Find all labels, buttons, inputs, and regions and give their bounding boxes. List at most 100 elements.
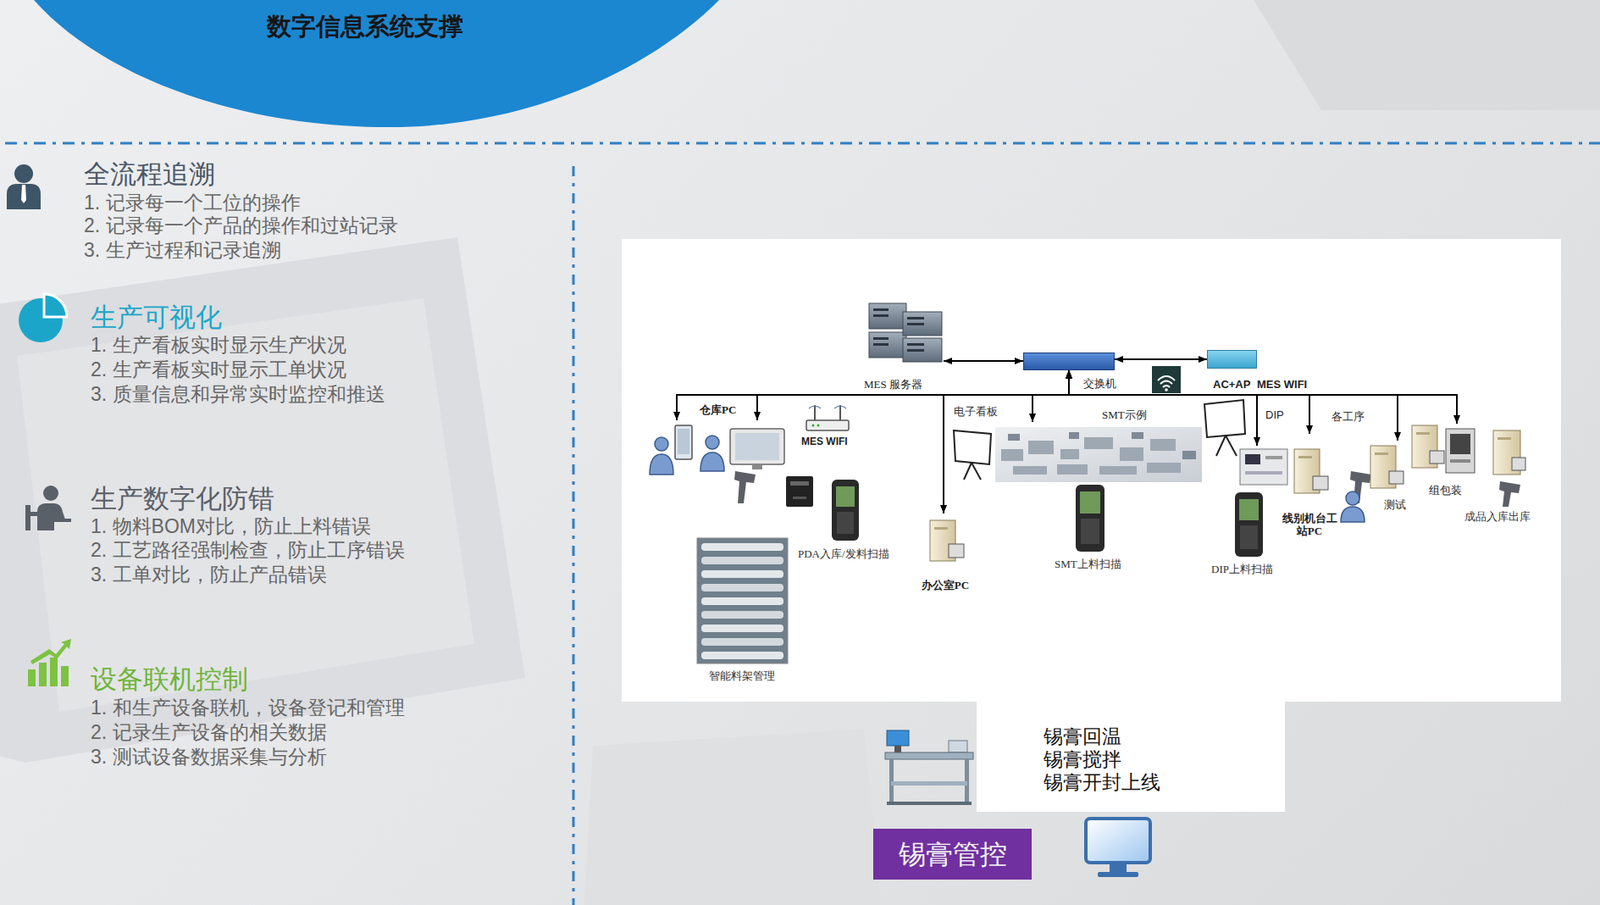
wifi-icon [1164, 387, 1169, 392]
pc-tower-icon [1389, 470, 1404, 484]
pc-tower-icon [948, 543, 964, 558]
workbench-icon [948, 740, 968, 753]
growth-bars-icon [30, 638, 72, 665]
network-connector [1068, 370, 1398, 441]
office-pc-node: 办公室PC [926, 513, 964, 567]
dip-machine-icon [1245, 470, 1283, 475]
network-connector [1068, 370, 1310, 434]
smart-shelf-photo [701, 651, 784, 659]
router-icon [817, 424, 820, 427]
smt-line-photo [995, 426, 1202, 482]
router-icon [806, 420, 849, 431]
box-text: 锡膏管控 [898, 837, 1008, 870]
server-icon [873, 314, 889, 317]
smt-line-photo [1060, 448, 1080, 460]
test-node: 测试 [1365, 440, 1405, 498]
section-heading: 全流程追溯 [83, 159, 216, 190]
tester-operator-icon [1345, 491, 1360, 505]
workbench-icon [886, 730, 909, 746]
tester-operator-icon [1340, 506, 1365, 522]
smt-line-photo [995, 426, 1202, 482]
server-icon [873, 308, 889, 311]
pc-tower-icon [934, 526, 948, 530]
network-connector [1114, 358, 1207, 360]
smart-shelf-photo [697, 537, 788, 664]
pc-tower-icon [1374, 452, 1389, 455]
station-pc-node: 线别机台工站PC [1289, 433, 1330, 503]
smt-line-photo [1068, 431, 1080, 439]
smt-line-photo [1028, 440, 1054, 454]
server-icon [869, 332, 907, 358]
pc-tower-icon [1312, 476, 1329, 490]
packing-printer-icon [1445, 428, 1475, 473]
switch-node: 交换机 [1023, 352, 1115, 371]
dip-machine-icon [1245, 453, 1261, 465]
background-photo [16, 298, 475, 712]
device-caption: 成品入库出库 [1464, 509, 1531, 524]
display-board-icon [971, 462, 981, 480]
person-icon [6, 183, 41, 210]
smt-line-photo [1150, 438, 1176, 451]
growth-bars-icon [49, 657, 58, 687]
person-icon [21, 184, 27, 204]
smt-line-photo [1146, 462, 1181, 473]
step-text: 锡膏开封上线 [1043, 770, 1285, 794]
diagram-panel [621, 238, 1562, 702]
smt-line-photo [1119, 447, 1144, 461]
server-icon [907, 343, 925, 346]
node-caption: 交换机 [1083, 377, 1117, 391]
router-icon [812, 424, 815, 427]
workbench-icon [891, 780, 968, 786]
background-photo [1253, 0, 1600, 111]
person-icon [14, 164, 34, 183]
bullet-item: 2. 记录每一个产品的操作和过站记录 [83, 214, 399, 239]
network-connector [943, 359, 1024, 362]
desk-worker-icon [37, 503, 67, 531]
growth-bars-icon [27, 638, 72, 687]
display-board-icon [1216, 435, 1226, 456]
monitor-icon [1109, 863, 1127, 872]
operator-icon [654, 437, 669, 451]
router-icon [806, 404, 849, 431]
bullet-item: 1. 物料BOM对比，防止上料错误 [90, 514, 371, 539]
smart-shelf-photo [701, 570, 784, 578]
pc-tower-icon [1416, 431, 1430, 435]
pie-chart-icon [44, 293, 67, 317]
bullet-item: 1. 生产看板实时显示生产状况 [90, 333, 347, 358]
server-icon [873, 308, 925, 352]
section-heading: 生产可视化 [90, 302, 222, 333]
pc-tower-icon [1429, 450, 1445, 464]
device-caption: DIP上料扫描 [1211, 562, 1274, 576]
server-icon [907, 348, 925, 352]
dip-machine-icon [1240, 448, 1288, 485]
smart-shelf-photo [701, 597, 784, 605]
display-board-icon [1225, 435, 1237, 456]
network-connector [1068, 370, 1257, 446]
monitor-icon [1085, 818, 1151, 863]
monitor-icon [1097, 871, 1139, 877]
label-printer-icon [786, 476, 814, 507]
access-point-node: AC+APMES WIFI [1206, 349, 1257, 369]
section-heading: 生产数字化防错 [90, 483, 275, 515]
wifi-icon [1151, 365, 1181, 394]
bullet-item: 1. 记录每一个工位的操作 [83, 191, 301, 216]
bullet-item: 2. 工艺路径强制检查，防止工序错误 [90, 538, 405, 563]
node-caption: 仓库PC [699, 404, 737, 417]
background-photo [0, 237, 526, 763]
smart-shelf-photo [697, 537, 788, 664]
person-icon [6, 164, 41, 210]
bullet-item: 2. 记录生产设备的相关数据 [90, 720, 327, 745]
touchscreen-icon [730, 428, 785, 470]
workbench-icon [885, 752, 974, 759]
device-caption: 各工序 [1331, 409, 1365, 424]
solder-control-box: 锡膏管控 [873, 828, 1032, 880]
server-icon [902, 311, 942, 336]
server-icon [873, 343, 889, 346]
growth-bars-icon [27, 669, 36, 687]
bullet-item: 2. 生产看板实时显示工单状况 [90, 358, 347, 383]
step-text: 锡膏搅拌 [1043, 747, 1285, 771]
touchscreen-icon [752, 464, 763, 470]
smt-line-photo [1007, 433, 1020, 441]
device-caption: PDA入库/发料扫描 [797, 547, 890, 561]
